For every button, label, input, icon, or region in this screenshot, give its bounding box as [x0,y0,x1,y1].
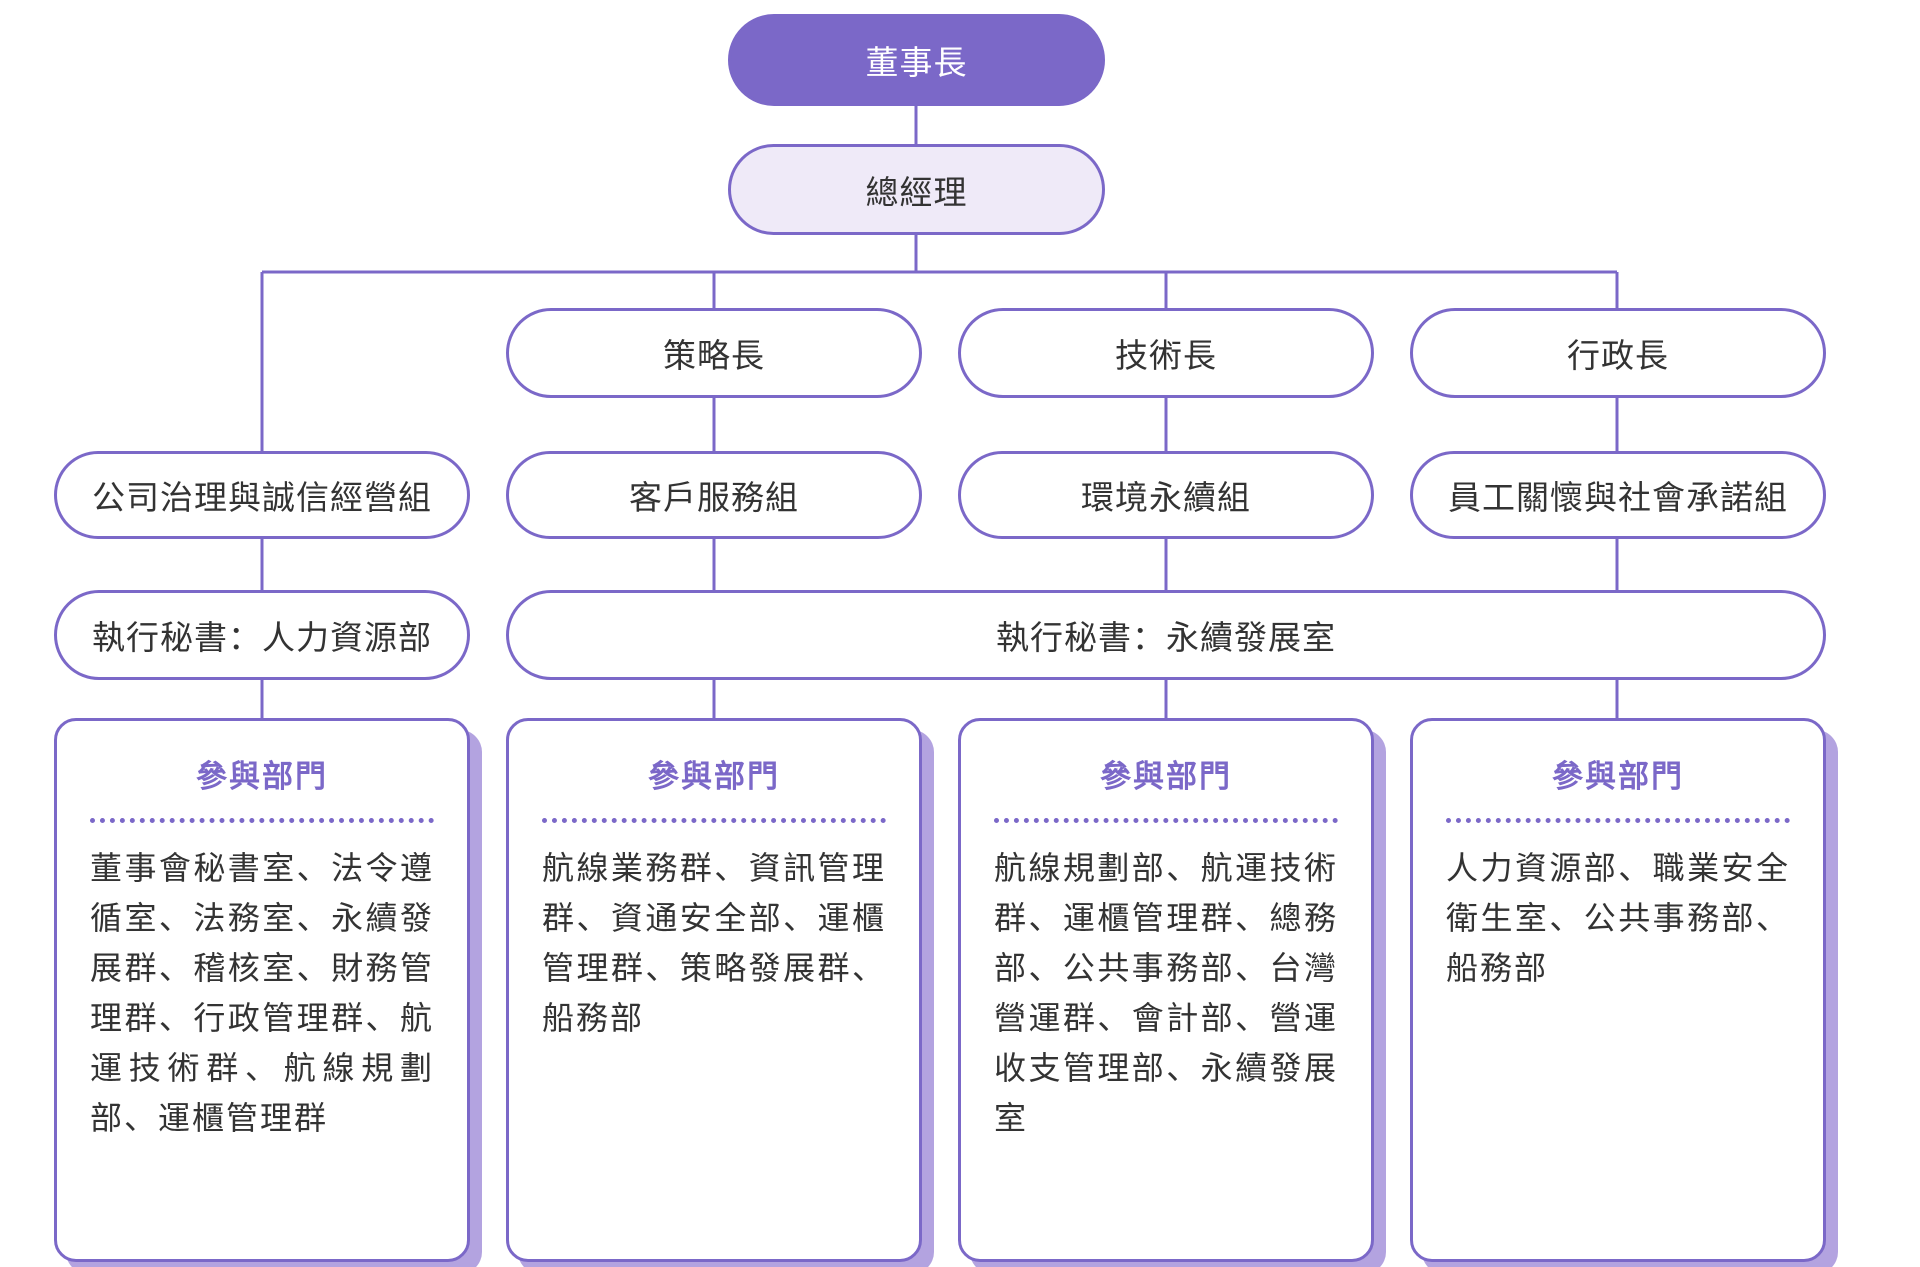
node-secretary-hr: 執行秘書：人力資源部 [54,590,470,680]
node-chief-technology: 技術長 [958,308,1374,398]
dotted-divider [994,818,1338,823]
node-general-manager: 總經理 [728,144,1105,235]
card-body: 航線業務群、資訊管理群、資通安全部、運櫃管理群、策略發展群、船務部 [542,849,886,1037]
card-departments-governance: 參與部門 董事會秘書室、法令遵循室、法務室、永續發展群、稽核室、財務管理群、行政… [54,718,470,1262]
card-body: 人力資源部、職業安全衛生室、公共事務部、船務部 [1446,849,1790,987]
node-secretary-sustainability: 執行秘書：永續發展室 [506,590,1826,680]
node-group-governance: 公司治理與誠信經營組 [54,451,470,539]
node-chairman: 董事長 [728,14,1105,106]
card-departments-environment: 參與部門 航線規劃部、航運技術群、運櫃管理群、總務部、公共事務部、台灣營運群、會… [958,718,1374,1262]
node-chief-strategy: 策略長 [506,308,922,398]
card-title: 參與部門 [196,759,328,795]
card-body: 航線規劃部、航運技術群、運櫃管理群、總務部、公共事務部、台灣營運群、會計部、營運… [994,849,1338,1137]
node-group-customer-service: 客戶服務組 [506,451,922,539]
card-body: 董事會秘書室、法令遵循室、法務室、永續發展群、稽核室、財務管理群、行政管理群、航… [90,849,434,1137]
dotted-divider [1446,818,1790,823]
dotted-divider [90,818,434,823]
node-group-employee-care: 員工關懷與社會承諾組 [1410,451,1826,539]
node-group-environment: 環境永續組 [958,451,1374,539]
card-departments-employee-care: 參與部門 人力資源部、職業安全衛生室、公共事務部、船務部 [1410,718,1826,1262]
card-departments-customer-service: 參與部門 航線業務群、資訊管理群、資通安全部、運櫃管理群、策略發展群、船務部 [506,718,922,1262]
dotted-divider [542,818,886,823]
node-chief-administration: 行政長 [1410,308,1826,398]
card-title: 參與部門 [1100,759,1232,795]
card-title: 參與部門 [648,759,780,795]
card-title: 參與部門 [1552,759,1684,795]
